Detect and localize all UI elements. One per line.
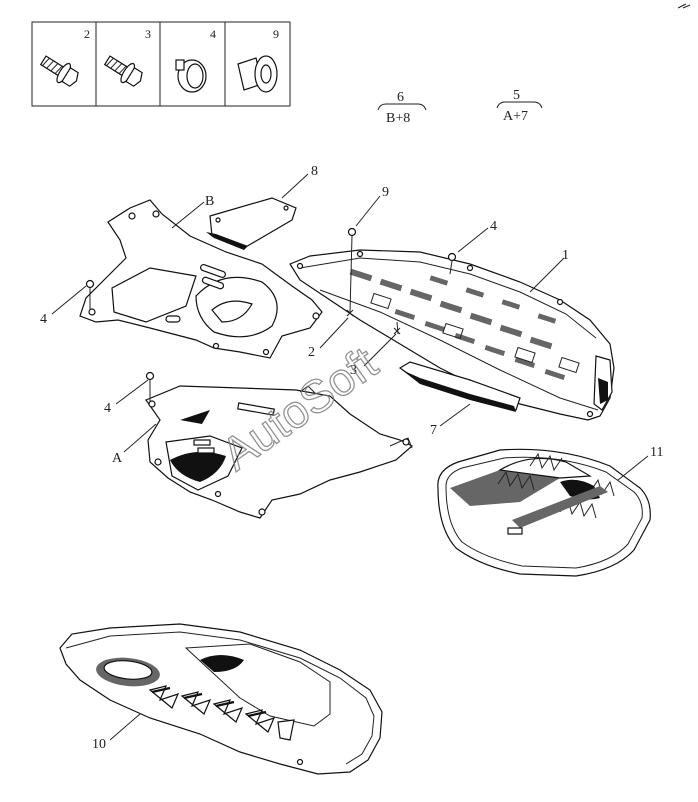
bolt-icon: [39, 55, 79, 87]
legend-callout-4: 4: [210, 27, 216, 41]
kit-contents: B+8: [386, 111, 410, 126]
legend-callout-2: 2: [84, 27, 90, 41]
plug-clip-icon: [347, 227, 357, 237]
legend-callout-3: 3: [145, 27, 151, 41]
kit-notation-6: 6 B+8: [377, 90, 427, 126]
push-clip-icon: [447, 252, 457, 262]
bolt-icon: [103, 55, 143, 87]
part-11-engine-cover: [437, 448, 651, 577]
legend-callout-9: 9: [273, 27, 279, 41]
callout-8: 8: [311, 164, 318, 179]
loose-fasteners: [85, 227, 457, 402]
callouts: 8 B 9 4 1 4 2 3 4 A 7 11 10: [40, 164, 663, 752]
callout-7: 7: [430, 423, 437, 438]
push-clip-icon: [145, 371, 155, 381]
legend-frame: [31, 21, 291, 107]
callout-1: 1: [562, 248, 569, 263]
kit-number: 5: [513, 88, 520, 103]
bolt-icon: [393, 327, 401, 335]
callout-4: 4: [40, 312, 47, 327]
push-clip-icon: [85, 279, 95, 289]
plug-clip-icon: [237, 55, 278, 93]
callout-11: 11: [650, 445, 663, 460]
callout-b: B: [205, 194, 214, 209]
callout-a: A: [112, 451, 123, 466]
callout-2: 2: [308, 345, 315, 360]
part-10-engine-top-cover: [59, 623, 383, 775]
leader-lines: [51, 173, 649, 741]
push-clip-icon: [175, 59, 207, 93]
callout-4: 4: [104, 401, 111, 416]
part-b-shield: [79, 199, 323, 359]
part-a-shield: [145, 385, 414, 519]
part-7-plate: [398, 361, 521, 412]
fastener-legend: 2 3 4 9: [31, 21, 291, 107]
part-8-cover: [206, 197, 297, 250]
kit-notation-5: 5 A+7: [496, 88, 543, 124]
kit-contents: A+7: [503, 109, 528, 124]
callout-4: 4: [490, 219, 497, 234]
callout-9: 9: [382, 185, 389, 200]
corner-mark: [677, 3, 691, 9]
callout-10: 10: [92, 737, 106, 752]
part-1-main-cover: [289, 249, 615, 421]
kit-number: 6: [397, 90, 404, 105]
callout-3: 3: [350, 363, 357, 378]
